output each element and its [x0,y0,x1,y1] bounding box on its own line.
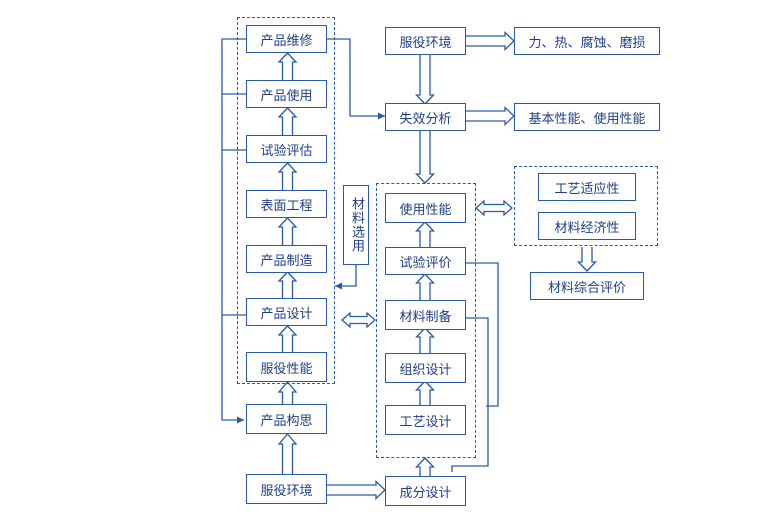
product-maintenance-node: 产品维修 [246,25,327,53]
hollow-arrow-right [327,479,386,501]
material-design-group [376,183,476,458]
process-adaptability-node: 工艺适应性 [538,173,636,201]
microstructure-design-node: 组织设计 [385,353,466,383]
hollow-arrow-right [466,30,515,52]
test-evaluation-node: 试验评估 [246,135,327,163]
hollow-arrow-up [277,380,298,405]
hollow-arrow-down [414,55,436,105]
product-lifecycle-group [237,17,335,384]
test-evaluation-middle-node: 试验评价 [385,247,466,275]
process-design-node: 工艺设计 [385,405,466,435]
hollow-arrow-up [277,107,298,140]
hollow-arrow-down [414,131,436,184]
hollow-arrow-right [466,105,515,127]
use-performance-node: 使用性能 [385,193,466,223]
hollow-arrow-up [277,432,298,475]
hollow-arrow-up [414,457,436,477]
hollow-arrow-up [277,325,298,353]
surface-engineering-node: 表面工程 [246,190,327,218]
double-arrow [475,199,513,217]
hollow-arrow-up [277,52,298,85]
load-conditions-node: 力、热、腐蚀、磨损 [514,27,660,55]
hollow-arrow-down [576,247,598,272]
service-environment-bottom-node: 服役环境 [246,474,327,504]
product-design-node: 产品设计 [246,298,327,326]
failure-analysis-node: 失效分析 [385,103,466,131]
hollow-arrow-up [277,217,298,250]
performance-types-node: 基本性能、使用性能 [514,103,660,131]
hollow-arrow-up [277,162,298,195]
service-environment-top-node: 服役环境 [385,27,466,55]
feedback-line [327,38,385,120]
material-selection-node: 材料选用 [343,185,369,265]
feedback-line [466,262,499,407]
material-economy-node: 材料经济性 [538,212,636,240]
feedback-line [221,38,246,424]
double-arrow [341,311,376,329]
product-manufacture-node: 产品制造 [246,245,327,273]
evaluation-criteria-group [514,166,658,246]
feedback-line [335,265,357,290]
composition-design-node: 成分设计 [385,476,466,506]
material-comprehensive-evaluation-node: 材料综合评价 [530,272,644,300]
feedback-line [451,317,489,472]
material-preparation-node: 材料制备 [385,300,466,330]
product-use-node: 产品使用 [246,80,327,108]
service-performance-node: 服役性能 [246,352,327,382]
product-concept-node: 产品构思 [246,404,327,434]
